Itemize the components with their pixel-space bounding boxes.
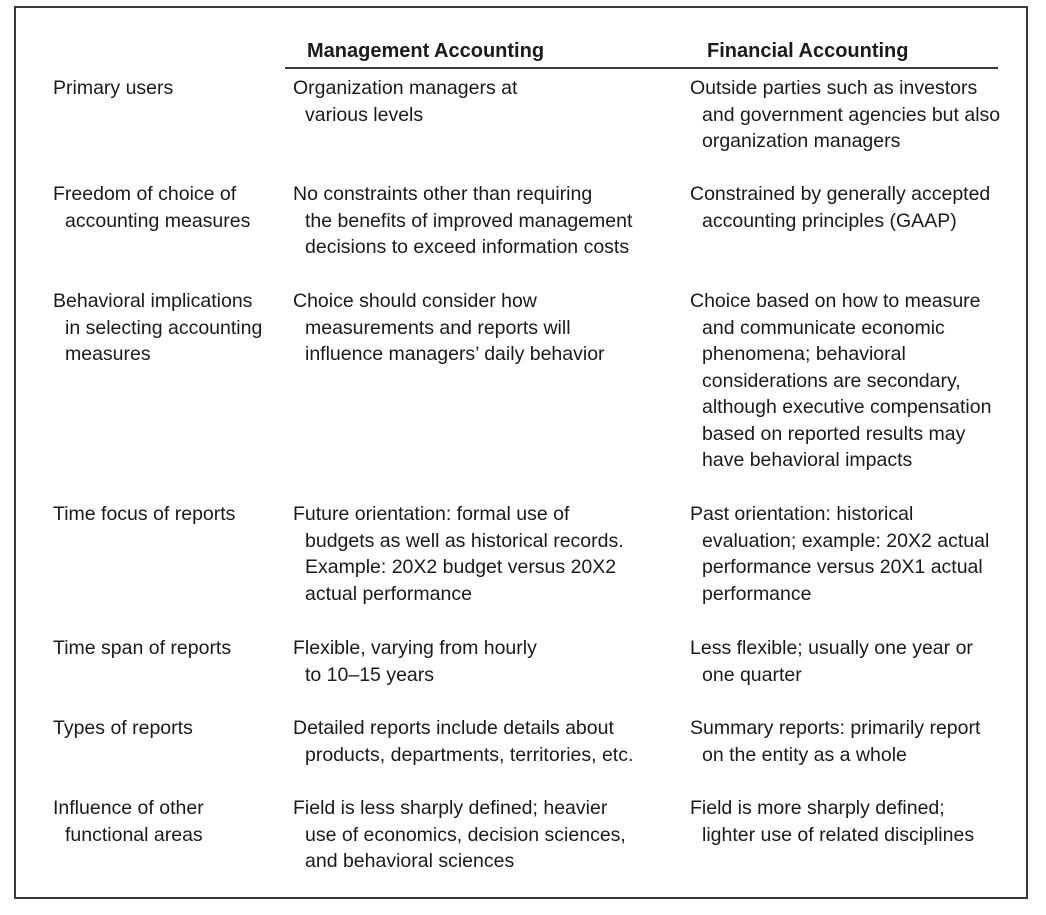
cell-line: Constrained by generally accepted — [690, 183, 991, 205]
column-header-financial-accounting: Financial Accounting — [707, 40, 909, 62]
row-label: Time focus of reports — [53, 501, 235, 528]
cell-line: Types of reports — [53, 717, 193, 739]
cell-line: Example: 20X2 budget versus 20X2 — [305, 556, 617, 578]
cell-line: lighter use of related disciplines — [702, 823, 975, 846]
financial-cell: Constrained by generally accepted account… — [690, 181, 990, 234]
financial-cell: Outside parties such as investors and gov… — [690, 75, 1000, 155]
cell-line: Time span of reports — [53, 637, 232, 659]
cell-line: Less flexible; usually one year or — [690, 637, 973, 659]
cell-line: Past orientation: historical — [690, 503, 914, 525]
management-cell: Choice should consider how measurements a… — [293, 288, 605, 368]
row-label: Types of reports — [53, 715, 193, 742]
cell-line: use of economics, decision sciences, — [305, 823, 626, 846]
cell-line: Choice based on how to measure — [690, 290, 981, 312]
cell-line: organization managers — [702, 130, 901, 152]
cell-line: evaluation; example: 20X2 actual — [702, 529, 990, 552]
financial-cell: Summary reports: primarily report on the … — [690, 715, 980, 768]
cell-line: based on reported results may — [702, 422, 966, 445]
management-cell: Field is less sharply defined; heavier us… — [293, 795, 626, 875]
cell-line: one quarter — [702, 663, 802, 686]
cell-line: Future orientation: formal use of — [293, 503, 570, 525]
cell-line: Time focus of reports — [53, 503, 236, 525]
management-cell: Organization managers at various levels — [293, 75, 517, 128]
cell-line: considerations are secondary, — [702, 369, 961, 392]
management-cell: Future orientation: formal use of budgets… — [293, 501, 624, 607]
cell-line: Field is more sharply defined; — [690, 797, 945, 819]
cell-line: Flexible, varying from hourly — [293, 637, 537, 659]
row-label: Time span of reports — [53, 635, 231, 662]
column-header-management-accounting: Management Accounting — [307, 40, 545, 62]
row-label: Behavioral implications in selecting acco… — [53, 288, 262, 368]
management-cell: Detailed reports include details about pr… — [293, 715, 633, 768]
cell-line: Field is less sharply defined; heavier — [293, 797, 608, 819]
cell-line: Freedom of choice of — [53, 183, 237, 205]
cell-line: Choice should consider how — [293, 290, 537, 312]
cell-line: have behavioral impacts — [702, 449, 913, 471]
cell-line: actual performance — [305, 582, 472, 605]
cell-line: and behavioral sciences — [305, 850, 515, 872]
financial-cell: Choice based on how to measure and commun… — [690, 288, 991, 474]
cell-line: accounting measures — [65, 209, 251, 232]
cell-line: phenomena; behavioral — [702, 343, 906, 365]
cell-line: various levels — [305, 103, 424, 126]
cell-line: Detailed reports include details about — [293, 717, 614, 739]
table-frame — [14, 6, 1028, 899]
cell-line: to 10–15 years — [305, 663, 435, 686]
cell-line: Influence of other — [53, 797, 204, 819]
cell-line: Primary users — [53, 77, 174, 99]
management-cell: Flexible, varying from hourly to 10–15 ye… — [293, 635, 537, 688]
cell-line: No constraints other than requiring — [293, 183, 593, 205]
cell-line: influence managers’ daily behavior — [305, 343, 605, 365]
financial-cell: Less flexible; usually one year or one qu… — [690, 635, 973, 688]
cell-line: and communicate economic — [702, 316, 945, 339]
cell-line: Summary reports: primarily report — [690, 717, 981, 739]
header-rule — [285, 67, 998, 69]
row-label: Freedom of choice of accounting measures — [53, 181, 250, 234]
cell-line: measurements and reports will — [305, 316, 571, 339]
cell-line: performance — [702, 582, 812, 605]
management-cell: No constraints other than requiring the b… — [293, 181, 632, 261]
cell-line: the benefits of improved management — [305, 209, 633, 232]
cell-line: although executive compensation — [702, 396, 992, 418]
cell-line: products, departments, territories, etc. — [305, 743, 634, 766]
cell-line: in selecting accounting — [65, 316, 263, 339]
cell-line: on the entity as a whole — [702, 743, 907, 766]
row-label: Primary users — [53, 75, 173, 102]
row-label: Influence of other functional areas — [53, 795, 204, 848]
financial-cell: Past orientation: historical evaluation; … — [690, 501, 989, 607]
cell-line: Behavioral implications — [53, 290, 253, 312]
cell-line: functional areas — [65, 823, 203, 846]
cell-line: Organization managers at — [293, 77, 518, 99]
cell-line: and government agencies but also — [702, 103, 1001, 126]
cell-line: budgets as well as historical records. — [305, 529, 624, 552]
cell-line: accounting principles (GAAP) — [702, 209, 957, 232]
cell-line: decisions to exceed information costs — [305, 236, 630, 258]
cell-line: measures — [65, 343, 151, 365]
cell-line: Outside parties such as investors — [690, 77, 978, 99]
cell-line: performance versus 20X1 actual — [702, 556, 983, 578]
financial-cell: Field is more sharply defined; lighter us… — [690, 795, 974, 848]
